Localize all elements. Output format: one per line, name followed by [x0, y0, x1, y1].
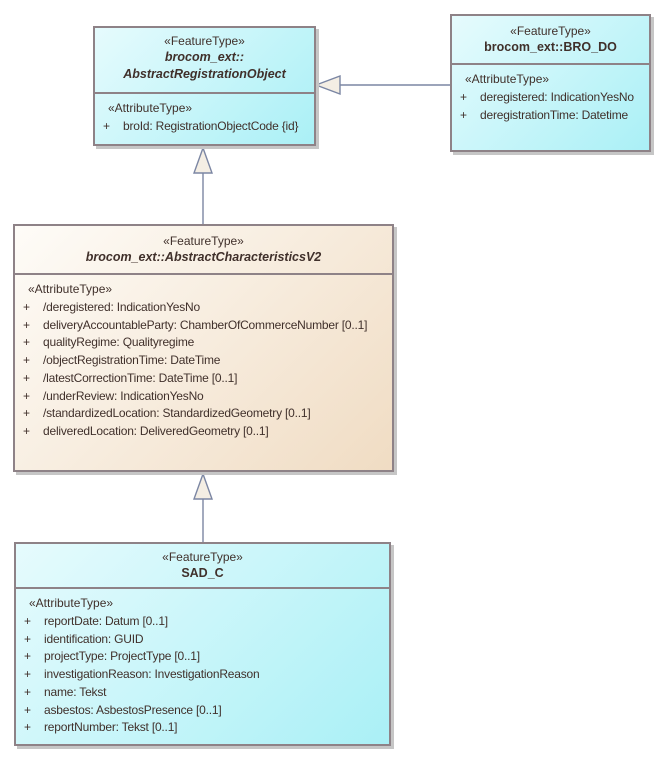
attribute-row: + /objectRegistrationTime: DateTime [15, 352, 392, 370]
attribute-row: + broId: RegistrationObjectCode {id} [95, 118, 314, 136]
class-name: SAD_C [181, 566, 224, 580]
class-name: brocom_ext::BRO_DO [484, 40, 617, 54]
attribute-compartment: «AttributeType» + /deregistered: Indicati… [15, 273, 392, 441]
hollow-triangle-arrowhead [193, 145, 213, 174]
generalization-sadc-to-characteristics[interactable] [193, 471, 213, 542]
visibility-marker: + [23, 300, 30, 314]
visibility-marker: + [23, 353, 30, 368]
attribute-text: reportDate: Datum [0..1] [44, 614, 168, 628]
attribute-stereotype-label: «AttributeType» [108, 101, 193, 115]
class-box-bro-do[interactable]: «FeatureType» brocom_ext::BRO_DO «Attrib… [450, 14, 651, 152]
visibility-marker: + [24, 667, 31, 682]
attribute-text: /standardizedLocation: StandardizedGeome… [43, 406, 311, 421]
class-header: «FeatureType» SAD_C [16, 544, 389, 587]
attribute-text: investigationReason: InvestigationReason [44, 667, 260, 682]
attribute-row: + deregistrationTime: Datetime [452, 107, 649, 125]
attribute-text: name: Tekst [44, 684, 107, 699]
attribute-compartment: «AttributeType» + broId: RegistrationObje… [95, 92, 314, 136]
visibility-marker: + [24, 702, 31, 717]
visibility-marker: + [23, 423, 30, 438]
attribute-text: /objectRegistrationTime: DateTime [43, 353, 221, 368]
attribute-compartment: «AttributeType» + reportDate: Datum [0..1… [16, 587, 389, 737]
attribute-row: + reportNumber: Tekst [0..1] [16, 719, 389, 737]
attribute-row: + /standardizedLocation: StandardizedGeom… [15, 405, 392, 423]
attribute-row: + projectType: ProjectType [0..1] [16, 648, 389, 666]
class-box-abstract-characteristics-v2[interactable]: «FeatureType» brocom_ext::AbstractCharac… [13, 224, 394, 472]
generalization-brodo-to-abstractregistrationobject[interactable] [314, 74, 450, 96]
class-name: brocom_ext:: AbstractRegistrationObject [123, 50, 286, 81]
attribute-compartment: «AttributeType» + deregistered: Indicatio… [452, 63, 649, 124]
attribute-row: + investigationReason: InvestigationReaso… [16, 666, 389, 684]
attribute-row: + deliveryAccountableParty: ChamberOfComm… [15, 317, 392, 335]
class-header: «FeatureType» brocom_ext::AbstractCharac… [15, 226, 392, 273]
visibility-marker: + [24, 649, 31, 664]
visibility-marker: + [460, 107, 467, 122]
attribute-text: /underReview: IndicationYesNo [43, 388, 204, 403]
class-box-abstract-registration-object[interactable]: «FeatureType» brocom_ext:: AbstractRegis… [93, 26, 316, 146]
attribute-text: /deregistered: IndicationYesNo [43, 300, 200, 314]
attribute-stereotype-label: «AttributeType» [465, 72, 550, 86]
attribute-row: + /latestCorrectionTime: DateTime [0..1] [15, 370, 392, 388]
attribute-text: broId: RegistrationObjectCode {id} [123, 119, 299, 133]
stereotype-label: «FeatureType» [164, 34, 245, 48]
attribute-row: + /underReview: IndicationYesNo [15, 388, 392, 406]
attribute-text: deliveryAccountableParty: ChamberOfComme… [43, 317, 368, 332]
attribute-stereotype-label: «AttributeType» [28, 282, 113, 296]
class-box-sad-c[interactable]: «FeatureType» SAD_C «AttributeType» + rep… [14, 542, 391, 746]
attribute-text: /latestCorrectionTime: DateTime [0..1] [43, 370, 238, 385]
attribute-row: + identification: GUID [16, 631, 389, 649]
stereotype-label: «FeatureType» [162, 550, 243, 564]
attribute-row: + deregistered: IndicationYesNo [452, 89, 649, 107]
attribute-row: + asbestos: AsbestosPresence [0..1] [16, 702, 389, 720]
attribute-text: deliveredLocation: DeliveredGeometry [0.… [43, 423, 269, 438]
class-header: «FeatureType» brocom_ext:: AbstractRegis… [95, 28, 314, 92]
visibility-marker: + [24, 684, 31, 699]
attribute-text: reportNumber: Tekst [0..1] [44, 720, 178, 735]
attribute-text: projectType: ProjectType [0..1] [44, 649, 200, 664]
stereotype-label: «FeatureType» [163, 234, 244, 248]
hollow-triangle-arrowhead [314, 74, 341, 96]
visibility-marker: + [23, 335, 30, 350]
attribute-list: + reportDate: Datum [0..1] + identification… [16, 613, 389, 737]
attribute-row: + qualityRegime: Qualityregime [15, 334, 392, 352]
attribute-row: + name: Tekst [16, 684, 389, 702]
attribute-row: + reportDate: Datum [0..1] [16, 613, 389, 631]
generalization-characteristics-to-abstractregistrationobject[interactable] [193, 145, 213, 226]
visibility-marker: + [24, 614, 31, 628]
attribute-list: + broId: RegistrationObjectCode {id} [95, 118, 314, 136]
stereotype-label: «FeatureType» [510, 24, 591, 38]
attribute-text: qualityRegime: Qualityregime [43, 335, 195, 350]
attribute-row: + deliveredLocation: DeliveredGeometry [0… [15, 423, 392, 441]
visibility-marker: + [23, 370, 30, 385]
attribute-text: deregistrationTime: Datetime [480, 107, 629, 122]
hollow-triangle-arrowhead [193, 471, 213, 500]
visibility-marker: + [23, 317, 30, 332]
attribute-list: + /deregistered: IndicationYesNo + delivery… [15, 299, 392, 441]
attribute-text: deregistered: IndicationYesNo [480, 90, 634, 104]
attribute-list: + deregistered: IndicationYesNo + deregistr… [452, 89, 649, 124]
attribute-stereotype-label: «AttributeType» [29, 596, 114, 610]
visibility-marker: + [23, 388, 30, 403]
attribute-text: identification: GUID [44, 631, 144, 646]
visibility-marker: + [24, 631, 31, 646]
attribute-text: asbestos: AsbestosPresence [0..1] [44, 702, 222, 717]
visibility-marker: + [103, 119, 110, 133]
visibility-marker: + [23, 406, 30, 421]
visibility-marker: + [24, 720, 31, 735]
attribute-row: + /deregistered: IndicationYesNo [15, 299, 392, 317]
class-name: brocom_ext::AbstractCharacteristicsV2 [85, 250, 322, 264]
visibility-marker: + [460, 90, 467, 104]
class-header: «FeatureType» brocom_ext::BRO_DO [452, 16, 649, 63]
